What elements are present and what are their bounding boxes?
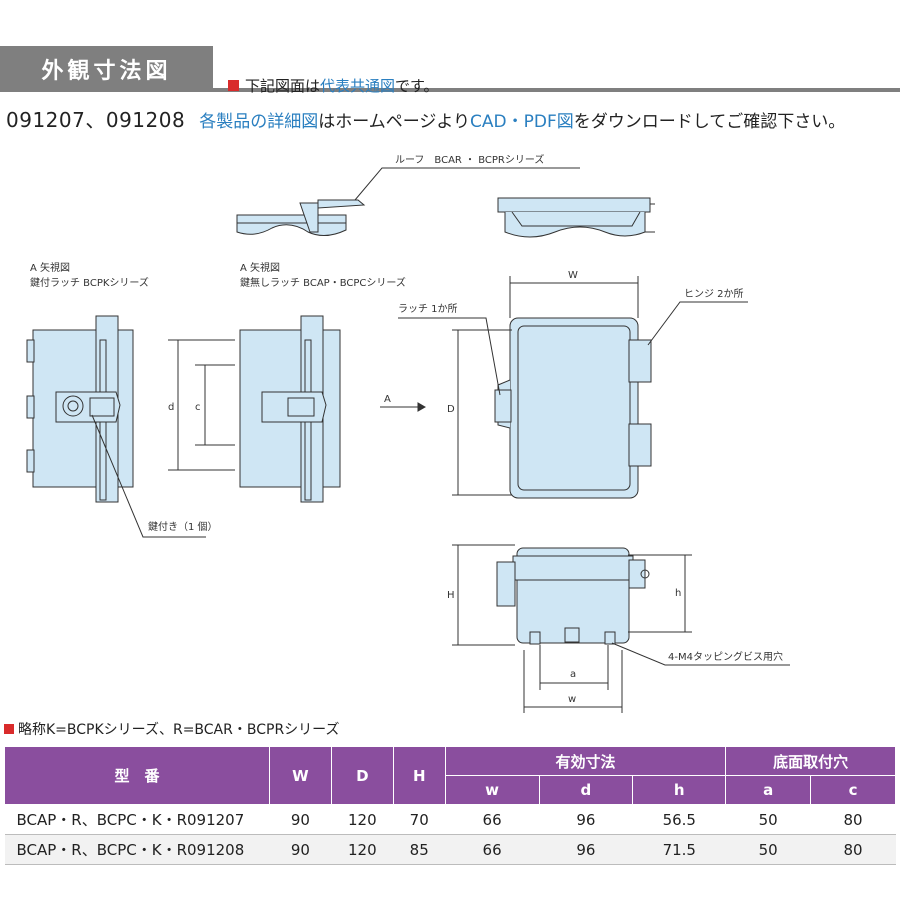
cell-a: 50 xyxy=(725,834,811,865)
cell-H: 85 xyxy=(393,834,446,865)
cell-model: BCAP・R、BCPC・K・R091207 xyxy=(4,804,270,835)
cell-w: 66 xyxy=(445,834,540,865)
header-c: c xyxy=(810,775,896,805)
spec-table: 型 番 W D H 有効寸法 底面取付穴 w d h a c BCAP・R、BC… xyxy=(4,746,896,865)
note-highlight: 代表共通図 xyxy=(320,77,396,95)
model-numbers-line: 091207、091208 各製品の詳細図はホームページよりCAD・PDF図をダウ… xyxy=(6,104,845,133)
header-H: H xyxy=(392,746,446,805)
notice-highlight-1: 各製品の詳細図 xyxy=(199,112,319,132)
header-effective: 有効寸法 xyxy=(444,746,727,776)
cell-D: 120 xyxy=(331,804,394,835)
cell-model: BCAP・R、BCPC・K・R091208 xyxy=(4,834,270,865)
header-W: W xyxy=(268,746,332,805)
roof-front-view xyxy=(497,197,655,238)
arrow-a-label: A xyxy=(384,394,391,405)
latch-label: ラッチ 1か所 xyxy=(398,303,458,315)
dim-c-label: c xyxy=(195,402,201,413)
section-title-rule xyxy=(213,88,900,92)
cell-d: 96 xyxy=(539,804,633,835)
legend-text: 略称K=BCPKシリーズ、R=BCAR・BCPRシリーズ xyxy=(18,722,340,738)
notice-highlight-2: CAD・PDF図 xyxy=(470,112,574,132)
table-row: BCAP・R、BCPC・K・R091208 90 120 85 66 96 71… xyxy=(4,834,896,865)
header-h: h xyxy=(632,775,727,805)
note-prefix: 下記図面は xyxy=(245,77,321,95)
cell-h: 56.5 xyxy=(632,804,726,835)
cell-h: 71.5 xyxy=(632,834,726,865)
dim-a-label: a xyxy=(570,669,576,680)
cell-H: 70 xyxy=(393,804,446,835)
key-label: 鍵付き（1 個） xyxy=(148,520,218,533)
notice-suffix: をダウンロードしてご確認下さい。 xyxy=(573,112,846,132)
section-title: 外観寸法図 xyxy=(0,46,213,92)
drawing-note: 下記図面は代表共通図です。 xyxy=(228,75,439,96)
cell-c: 80 xyxy=(810,834,896,865)
view-a-mid-subtitle: 鍵無しラッチ BCAP・BCPCシリーズ xyxy=(240,276,406,289)
screw-label: 4-M4タッピングビス用穴 xyxy=(668,650,783,663)
side-view-keyed xyxy=(26,315,134,503)
header-model: 型 番 xyxy=(4,746,270,805)
note-suffix: です。 xyxy=(395,77,439,95)
abbreviation-legend: 略称K=BCPKシリーズ、R=BCAR・BCPRシリーズ xyxy=(4,719,339,739)
header-w: w xyxy=(444,775,540,805)
dim-d-label: d xyxy=(168,402,174,413)
view-a-mid-title: A 矢視図 xyxy=(240,261,280,274)
bottom-view xyxy=(496,547,650,645)
dim-W-label: W xyxy=(568,270,578,281)
dim-H-label: H xyxy=(447,590,455,601)
header-D: D xyxy=(330,746,394,805)
red-square-icon xyxy=(4,724,14,734)
front-view xyxy=(494,317,652,499)
cell-d: 96 xyxy=(539,834,633,865)
cell-w: 66 xyxy=(445,804,540,835)
hinge-label: ヒンジ 2か所 xyxy=(684,288,744,300)
table-row: BCAP・R、BCPC・K・R091207 90 120 70 66 96 56… xyxy=(4,804,896,835)
header-d: d xyxy=(538,775,634,805)
dim-D-label: D xyxy=(447,404,455,415)
cell-W: 90 xyxy=(269,804,332,835)
cell-a: 50 xyxy=(725,804,811,835)
view-a-left-subtitle: 鍵付ラッチ BCPKシリーズ xyxy=(30,276,149,289)
roof-side-view xyxy=(236,199,366,236)
header-bottom-holes: 底面取付穴 xyxy=(725,746,896,776)
dimension-drawing: ルーフ BCAR ・ BCPRシリーズ A 矢視図 鍵付ラッチ BCPKシリーズ… xyxy=(26,153,790,713)
view-a-left-title: A 矢視図 xyxy=(30,261,70,274)
dim-w-label: w xyxy=(568,694,576,705)
notice-mid: はホームページより xyxy=(318,112,471,132)
dim-h-label: h xyxy=(675,588,681,599)
cell-c: 80 xyxy=(810,804,896,835)
header-a: a xyxy=(725,775,812,805)
roof-label: ルーフ BCAR ・ BCPRシリーズ xyxy=(395,153,544,166)
model-numbers: 091207、091208 xyxy=(6,108,186,132)
cell-D: 120 xyxy=(331,834,394,865)
download-notice: 各製品の詳細図はホームページよりCAD・PDF図をダウンロードしてご確認下さい。 xyxy=(199,112,845,132)
cell-W: 90 xyxy=(269,834,332,865)
red-square-icon xyxy=(228,80,239,91)
side-view-keyless xyxy=(239,315,341,503)
